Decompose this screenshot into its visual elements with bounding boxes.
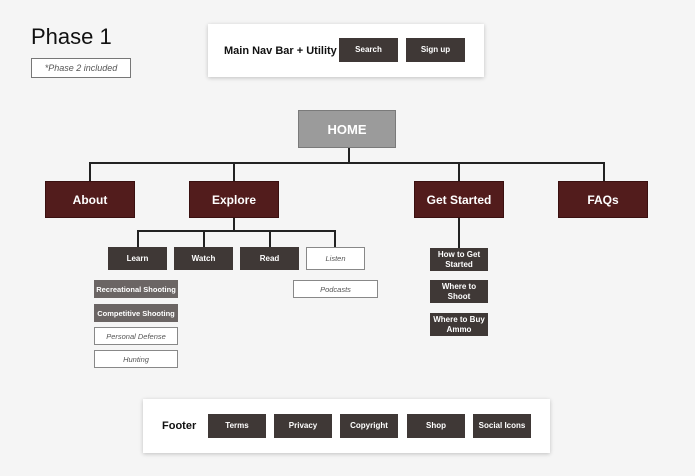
get-started-item[interactable]: Where to Shoot — [430, 280, 488, 303]
explore-read[interactable]: Read — [240, 247, 299, 270]
nav-get-started[interactable]: Get Started — [414, 181, 504, 218]
learn-item[interactable]: Hunting — [94, 350, 178, 368]
nav-explore[interactable]: Explore — [189, 181, 279, 218]
connector-line — [348, 148, 350, 162]
header-label: Main Nav Bar + Utility — [224, 45, 337, 57]
footer-link-social-icons[interactable]: Social Icons — [473, 414, 531, 438]
phase-note: *Phase 2 included — [31, 58, 131, 78]
connector-line — [137, 230, 139, 247]
learn-item[interactable]: Recreational Shooting — [94, 280, 178, 298]
connector-line — [458, 162, 460, 181]
connector-line — [233, 162, 235, 181]
get-started-item[interactable]: How to Get Started — [430, 248, 488, 271]
search-button[interactable]: Search — [339, 38, 398, 62]
nav-faqs[interactable]: FAQs — [558, 181, 648, 218]
connector-line — [603, 162, 605, 181]
footer-link-privacy[interactable]: Privacy — [274, 414, 332, 438]
explore-listen[interactable]: Listen — [306, 247, 365, 270]
connector-line — [203, 230, 205, 247]
footer-link-shop[interactable]: Shop — [407, 414, 465, 438]
footer-link-copyright[interactable]: Copyright — [340, 414, 398, 438]
connector-line — [233, 218, 235, 230]
explore-watch[interactable]: Watch — [174, 247, 233, 270]
learn-item[interactable]: Personal Defense — [94, 327, 178, 345]
connector-line — [334, 230, 336, 247]
learn-item[interactable]: Competitive Shooting — [94, 304, 178, 322]
nav-about[interactable]: About — [45, 181, 135, 218]
connector-line — [137, 230, 336, 232]
footer-link-terms[interactable]: Terms — [208, 414, 266, 438]
connector-line — [89, 162, 604, 164]
explore-learn[interactable]: Learn — [108, 247, 167, 270]
home-node[interactable]: HOME — [298, 110, 396, 148]
connector-line — [89, 162, 91, 181]
listen-podcasts[interactable]: Podcasts — [293, 280, 378, 298]
signup-button[interactable]: Sign up — [406, 38, 465, 62]
footer-label: Footer — [162, 420, 197, 432]
phase-title: Phase 1 — [31, 24, 112, 49]
get-started-item[interactable]: Where to Buy Ammo — [430, 313, 488, 336]
connector-line — [458, 218, 460, 248]
connector-line — [269, 230, 271, 247]
